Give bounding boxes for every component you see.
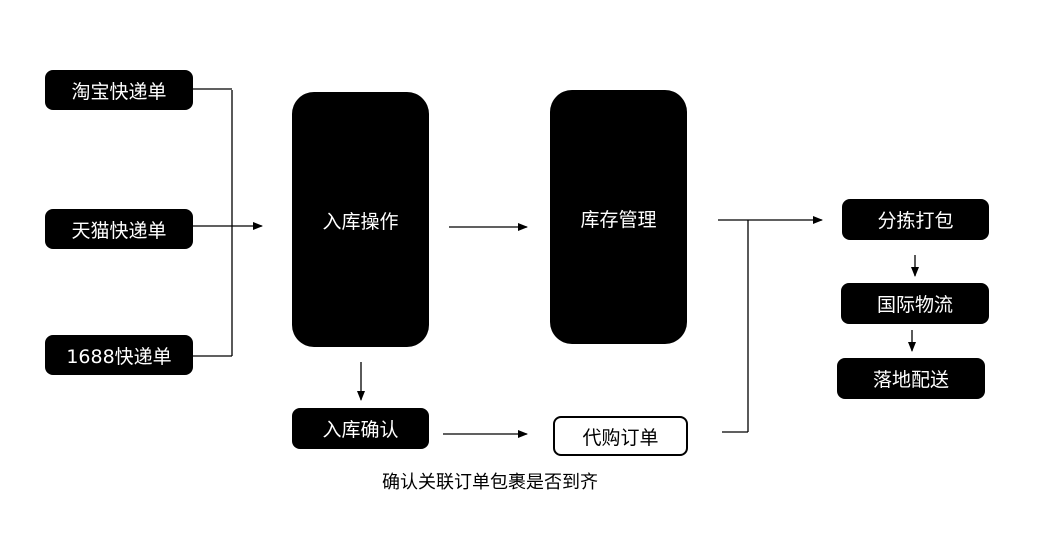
last-mile-delivery: 落地配送	[837, 358, 985, 399]
caption: 确认关联订单包裹是否到齐	[382, 472, 598, 493]
inbound-confirm: 入库确认	[292, 408, 429, 449]
international-logistics: 国际物流	[841, 283, 989, 324]
purchase-order: 代购订单	[553, 416, 688, 456]
source-1688: 1688快递单	[45, 335, 193, 375]
sorting-packing: 分拣打包	[842, 199, 989, 240]
inventory-management: 库存管理	[550, 90, 687, 344]
source-tmall: 天猫快递单	[45, 209, 193, 249]
inbound-operation: 入库操作	[292, 92, 429, 347]
source-taobao: 淘宝快递单	[45, 70, 193, 110]
